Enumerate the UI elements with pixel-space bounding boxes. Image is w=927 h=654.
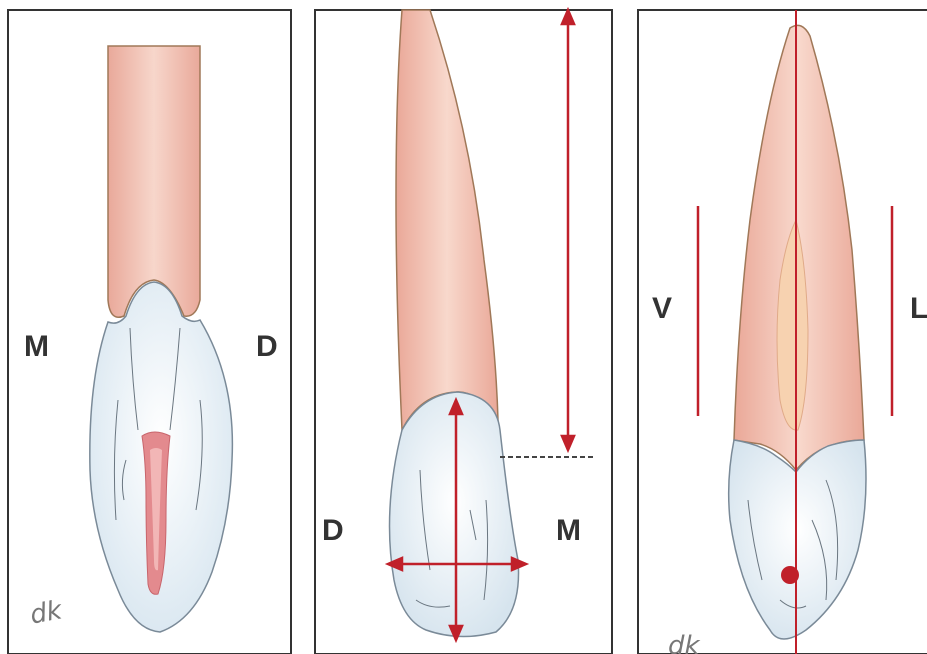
crown-outline xyxy=(390,392,519,637)
panel-labiolingual-view: V L dk xyxy=(630,0,927,654)
label-distal: D xyxy=(322,514,344,547)
root-section xyxy=(108,46,200,317)
tooth-illustration-2: D M xyxy=(310,0,616,654)
label-distal: D xyxy=(256,330,278,363)
artist-signature: dk xyxy=(668,631,701,654)
tooth-illustration-3: V L dk xyxy=(630,0,927,654)
tooth-illustration-1: M D dk xyxy=(0,0,300,654)
artist-signature: dk xyxy=(28,595,65,630)
panel-proximal-view: D M xyxy=(310,0,616,654)
label-lingual: L xyxy=(910,292,927,325)
label-mesial: M xyxy=(24,330,49,363)
label-vestibular: V xyxy=(652,292,672,325)
panel-incisal-view: M D dk xyxy=(0,0,300,654)
incisal-point-marker xyxy=(781,566,799,584)
label-mesial: M xyxy=(556,514,581,547)
